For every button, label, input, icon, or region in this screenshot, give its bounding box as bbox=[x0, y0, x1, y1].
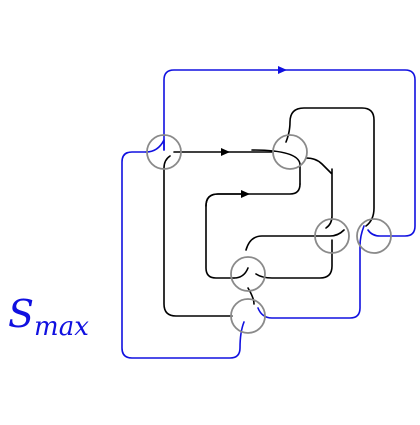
crossing-circle bbox=[356, 218, 392, 254]
crossing-circle bbox=[230, 256, 266, 292]
smax-label: Smax bbox=[8, 292, 89, 342]
crossing-circle bbox=[272, 134, 308, 170]
smax-label-main: S bbox=[8, 292, 35, 336]
smax-strand bbox=[121, 66, 416, 359]
crossing-circles bbox=[146, 134, 392, 334]
main-strand bbox=[163, 107, 375, 317]
crossing-circle bbox=[146, 134, 182, 170]
crossing-circle bbox=[314, 218, 350, 254]
crossing-circle bbox=[230, 298, 266, 334]
smax-label-subscript: max bbox=[34, 312, 89, 342]
